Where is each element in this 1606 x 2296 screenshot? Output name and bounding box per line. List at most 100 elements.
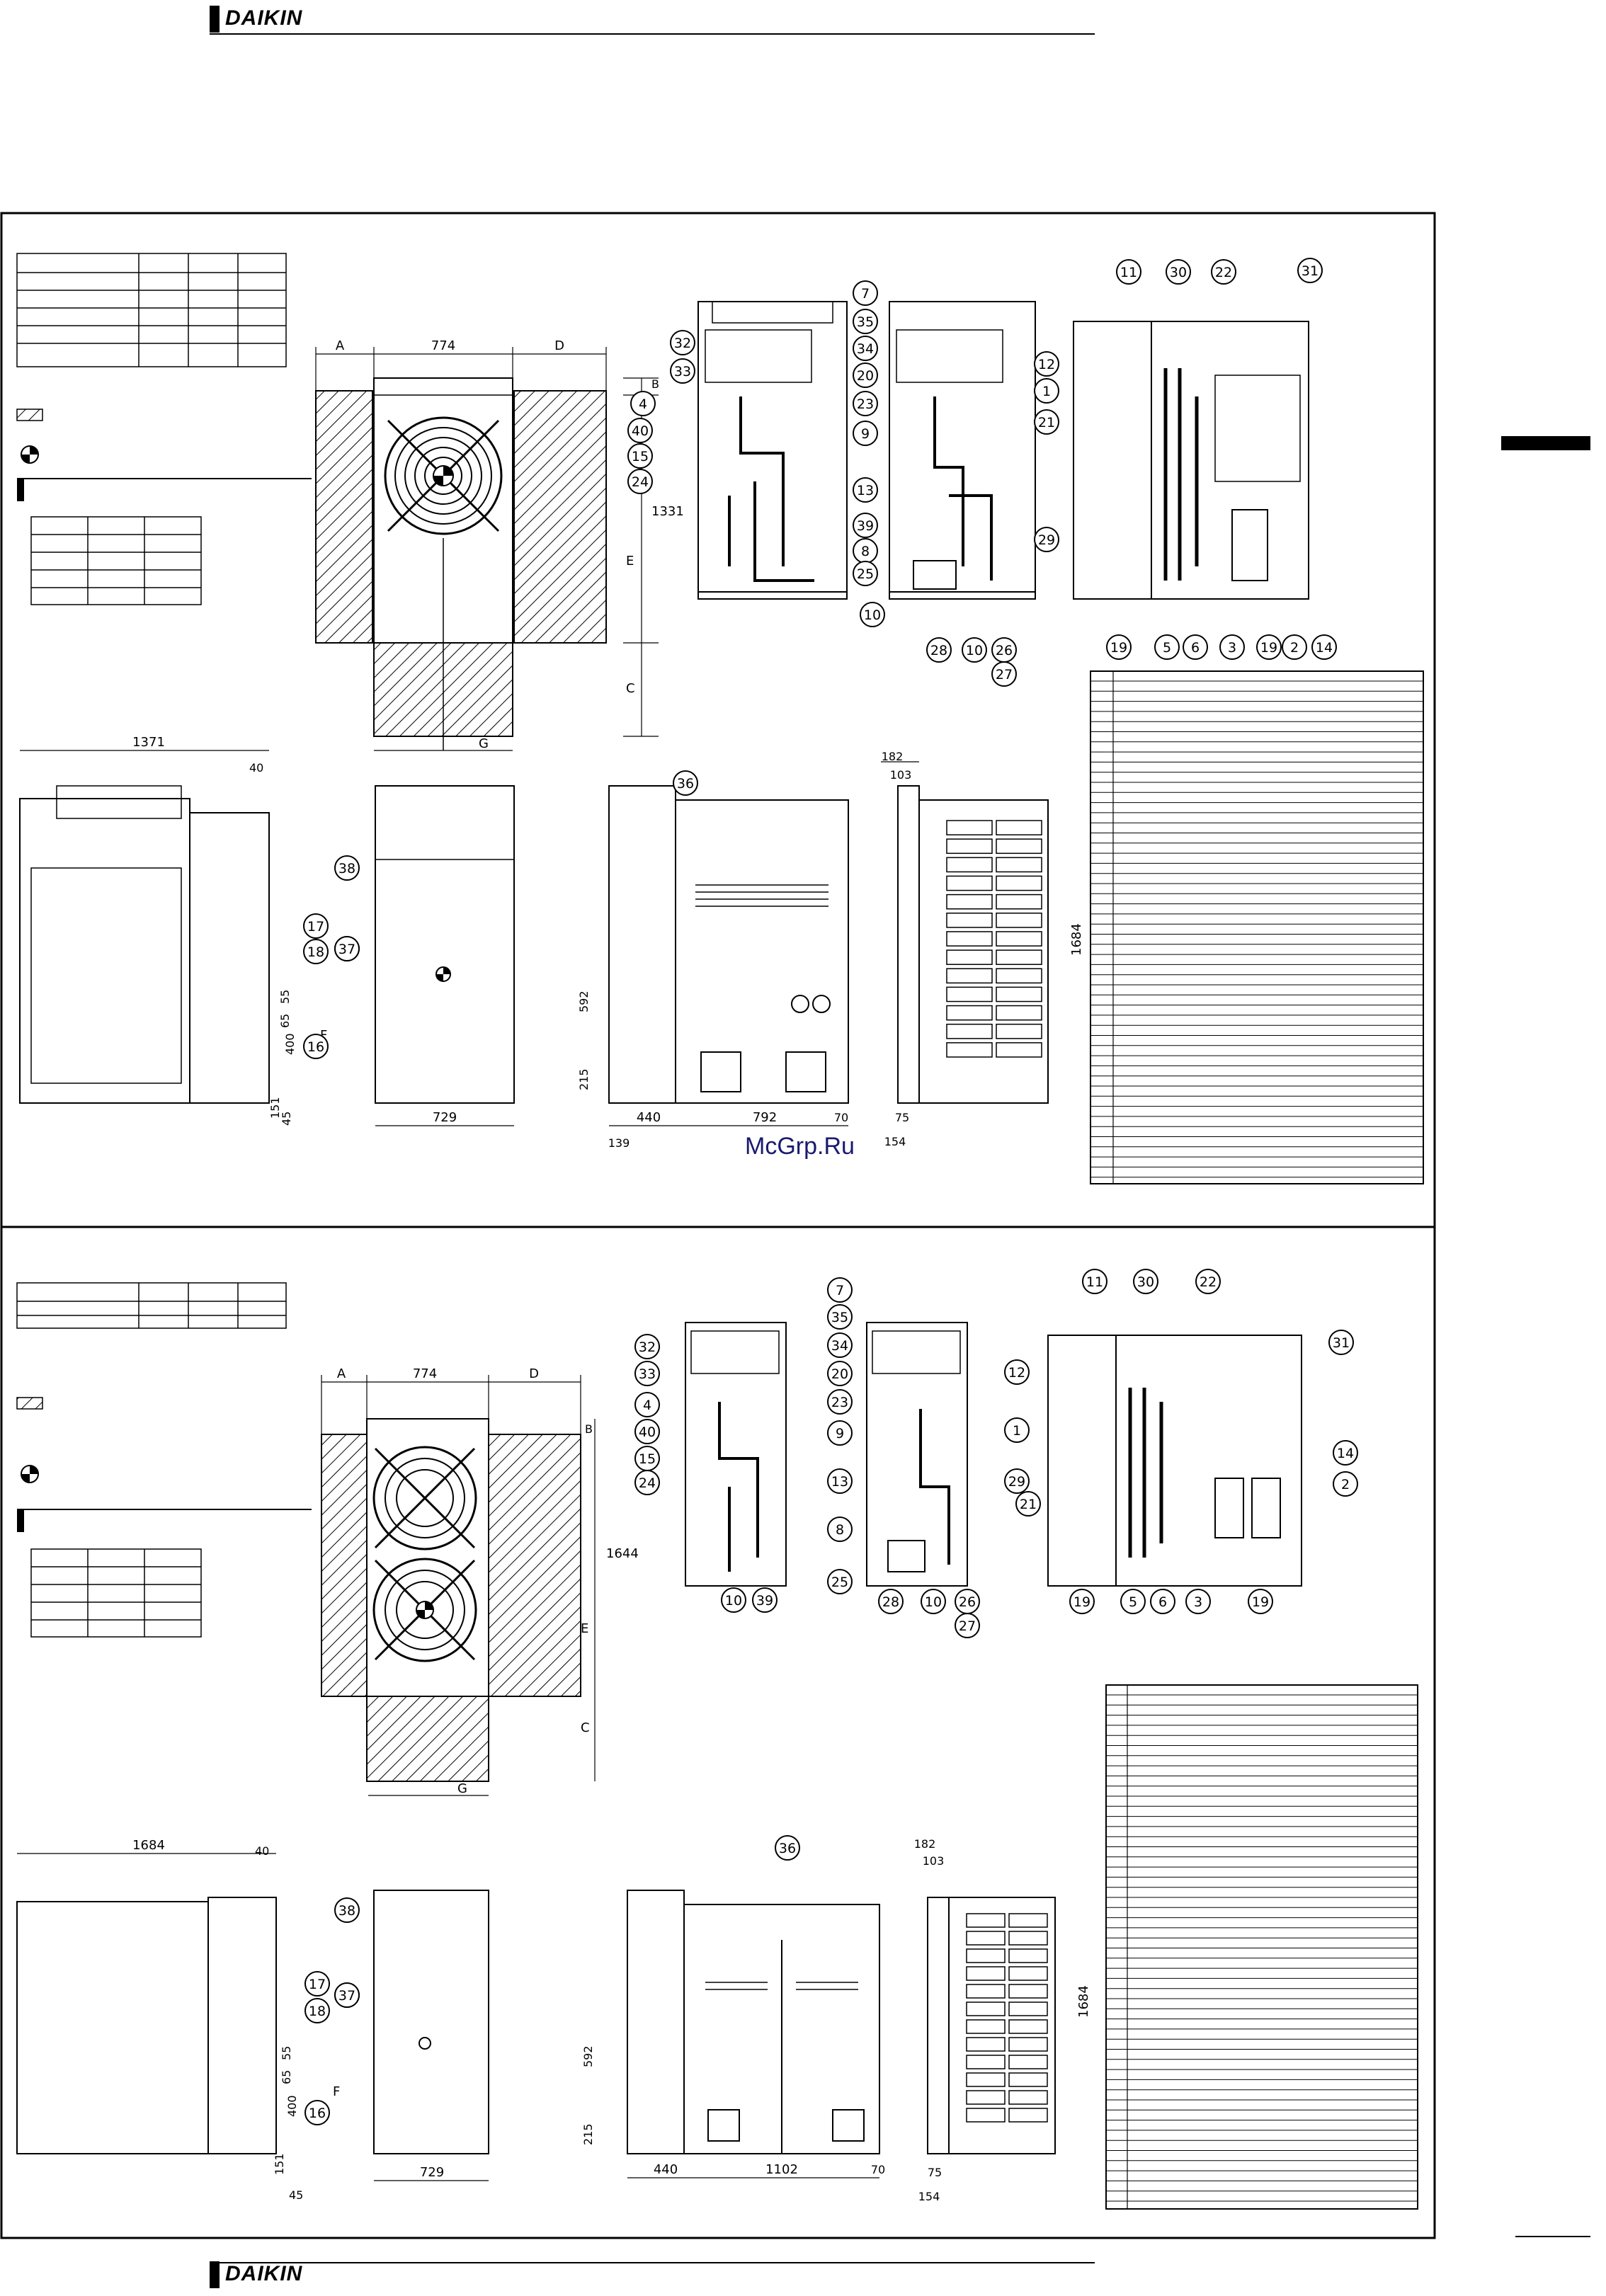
daikin-logo-mark (210, 2261, 220, 2288)
dim-a: A (336, 338, 345, 353)
callout-panel_a-24: 24 (627, 469, 653, 494)
daikin-logo-top: DAIKIN (210, 6, 302, 33)
callout-panel_a-10: 10 (860, 602, 885, 627)
callout-panel_a-25: 25 (853, 561, 878, 586)
svg-text:19: 19 (1073, 1594, 1090, 1610)
callout-panel_c-11: 11 (1082, 1269, 1107, 1294)
dim-70-b: 70 (871, 2163, 885, 2176)
watermark: McGrp.Ru (745, 1133, 855, 1160)
dim-45: 45 (280, 1112, 293, 1126)
callout-panel_c-22: 22 (1195, 1269, 1221, 1294)
callout-elevations-37: 37 (334, 936, 360, 961)
callout-panel_a-13: 13 (827, 1468, 853, 1494)
callout-panel_c-21: 21 (1015, 1491, 1041, 1517)
svg-text:31: 31 (1333, 1335, 1350, 1351)
callout-panel_c-6: 6 (1183, 634, 1208, 660)
callout-panel_b-27: 27 (991, 661, 1017, 687)
dim-792: 792 (753, 1110, 777, 1125)
svg-text:4: 4 (639, 396, 647, 412)
callout-panel_a-24: 24 (634, 1470, 660, 1495)
dim-1684-w: 1684 (132, 1838, 165, 1853)
svg-text:22: 22 (1215, 265, 1232, 280)
dim-g: G (479, 736, 489, 751)
svg-text:27: 27 (996, 667, 1013, 682)
callout-panel_a-15: 15 (627, 443, 653, 469)
dim-f: F (320, 1028, 327, 1043)
callout-panel_b-26: 26 (991, 637, 1017, 663)
callout-panel_a-10: 10 (721, 1587, 746, 1613)
callout-elevations-16: 16 (304, 2100, 330, 2125)
dim-e-b: E (581, 1621, 588, 1636)
callout-panel_c-22: 22 (1211, 259, 1236, 285)
callout-panel_a-35: 35 (853, 309, 878, 334)
svg-text:1: 1 (1042, 384, 1051, 399)
dim-151-b: 151 (273, 2153, 286, 2175)
dim-774-b: 774 (413, 1366, 437, 1381)
dim-400-b: 400 (285, 2095, 299, 2117)
callout-panel_c-2: 2 (1282, 634, 1307, 660)
daikin-logo-mark (210, 6, 220, 33)
callout-panel_c-2: 2 (1333, 1471, 1358, 1497)
callout-panel_b-28: 28 (926, 637, 952, 663)
callout-panel_a-4: 4 (634, 1392, 660, 1417)
callout-panel_b-1: 1 (1004, 1417, 1030, 1443)
callout-elevations-37: 37 (334, 1982, 360, 2008)
callout-panel_b-1: 1 (1034, 378, 1059, 404)
callout-panel_a-7: 7 (827, 1277, 853, 1303)
dim-1684: 1684 (1069, 923, 1084, 956)
dim-1371: 1371 (132, 735, 165, 750)
callout-panel_a-8: 8 (827, 1517, 853, 1542)
dim-40-b: 40 (255, 1844, 269, 1858)
dim-440-b: 440 (654, 2162, 678, 2177)
dim-c: C (626, 681, 635, 696)
svg-text:39: 39 (756, 1593, 773, 1609)
callout-panel_a-7: 7 (853, 280, 878, 306)
svg-text:38: 38 (338, 861, 355, 876)
callout-panel_a-39: 39 (853, 513, 878, 538)
callout-panel_c-11: 11 (1116, 259, 1141, 285)
svg-text:19: 19 (1110, 640, 1127, 656)
svg-text:9: 9 (836, 1426, 844, 1441)
callout-panel_a-9: 9 (827, 1420, 853, 1446)
svg-text:28: 28 (930, 643, 947, 658)
callout-panel_a-15: 15 (634, 1446, 660, 1471)
callout-panel_c-14: 14 (1333, 1440, 1358, 1466)
dim-400: 400 (283, 1033, 297, 1055)
dim-b-b: B (585, 1422, 593, 1436)
dim-55-b: 55 (280, 2046, 293, 2060)
dim-592-b: 592 (581, 2045, 595, 2067)
callout-elevations-17: 17 (304, 1971, 330, 1997)
daikin-logo-bottom: DAIKIN (210, 2261, 302, 2288)
svg-text:37: 37 (338, 942, 355, 957)
callout-panel_a-33: 33 (634, 1361, 660, 1386)
svg-text:1: 1 (1013, 1423, 1021, 1439)
svg-text:9: 9 (861, 426, 870, 442)
svg-text:18: 18 (307, 944, 324, 960)
callout-panel_a-34: 34 (853, 336, 878, 361)
dim-774: 774 (431, 338, 455, 353)
svg-text:24: 24 (639, 1475, 656, 1491)
callout-elevations-36: 36 (673, 770, 698, 796)
svg-text:13: 13 (857, 483, 874, 498)
section-top: 774 A D B 1331 E C G (16, 253, 1424, 1184)
dim-103-b: 103 (923, 1854, 945, 1868)
svg-text:11: 11 (1120, 265, 1137, 280)
dim-1684-h: 1684 (1076, 1985, 1091, 2018)
callout-elevations-38: 38 (334, 1897, 360, 1923)
svg-text:11: 11 (1086, 1274, 1103, 1290)
svg-text:30: 30 (1170, 265, 1187, 280)
svg-text:17: 17 (309, 1977, 326, 1992)
dim-65: 65 (278, 1014, 292, 1028)
svg-text:10: 10 (864, 607, 881, 623)
callout-panel_a-23: 23 (853, 391, 878, 416)
dim-g-b: G (457, 1781, 467, 1796)
section-bottom: 774 A D B 1644 E C G 1684 40 (16, 1282, 1418, 2210)
dim-592: 592 (577, 990, 591, 1012)
dim-215-b: 215 (581, 2123, 595, 2145)
svg-text:18: 18 (309, 2004, 326, 2019)
dim-b: B (651, 377, 659, 391)
svg-text:27: 27 (959, 1618, 976, 1634)
svg-text:10: 10 (966, 643, 983, 658)
svg-text:7: 7 (861, 286, 870, 302)
